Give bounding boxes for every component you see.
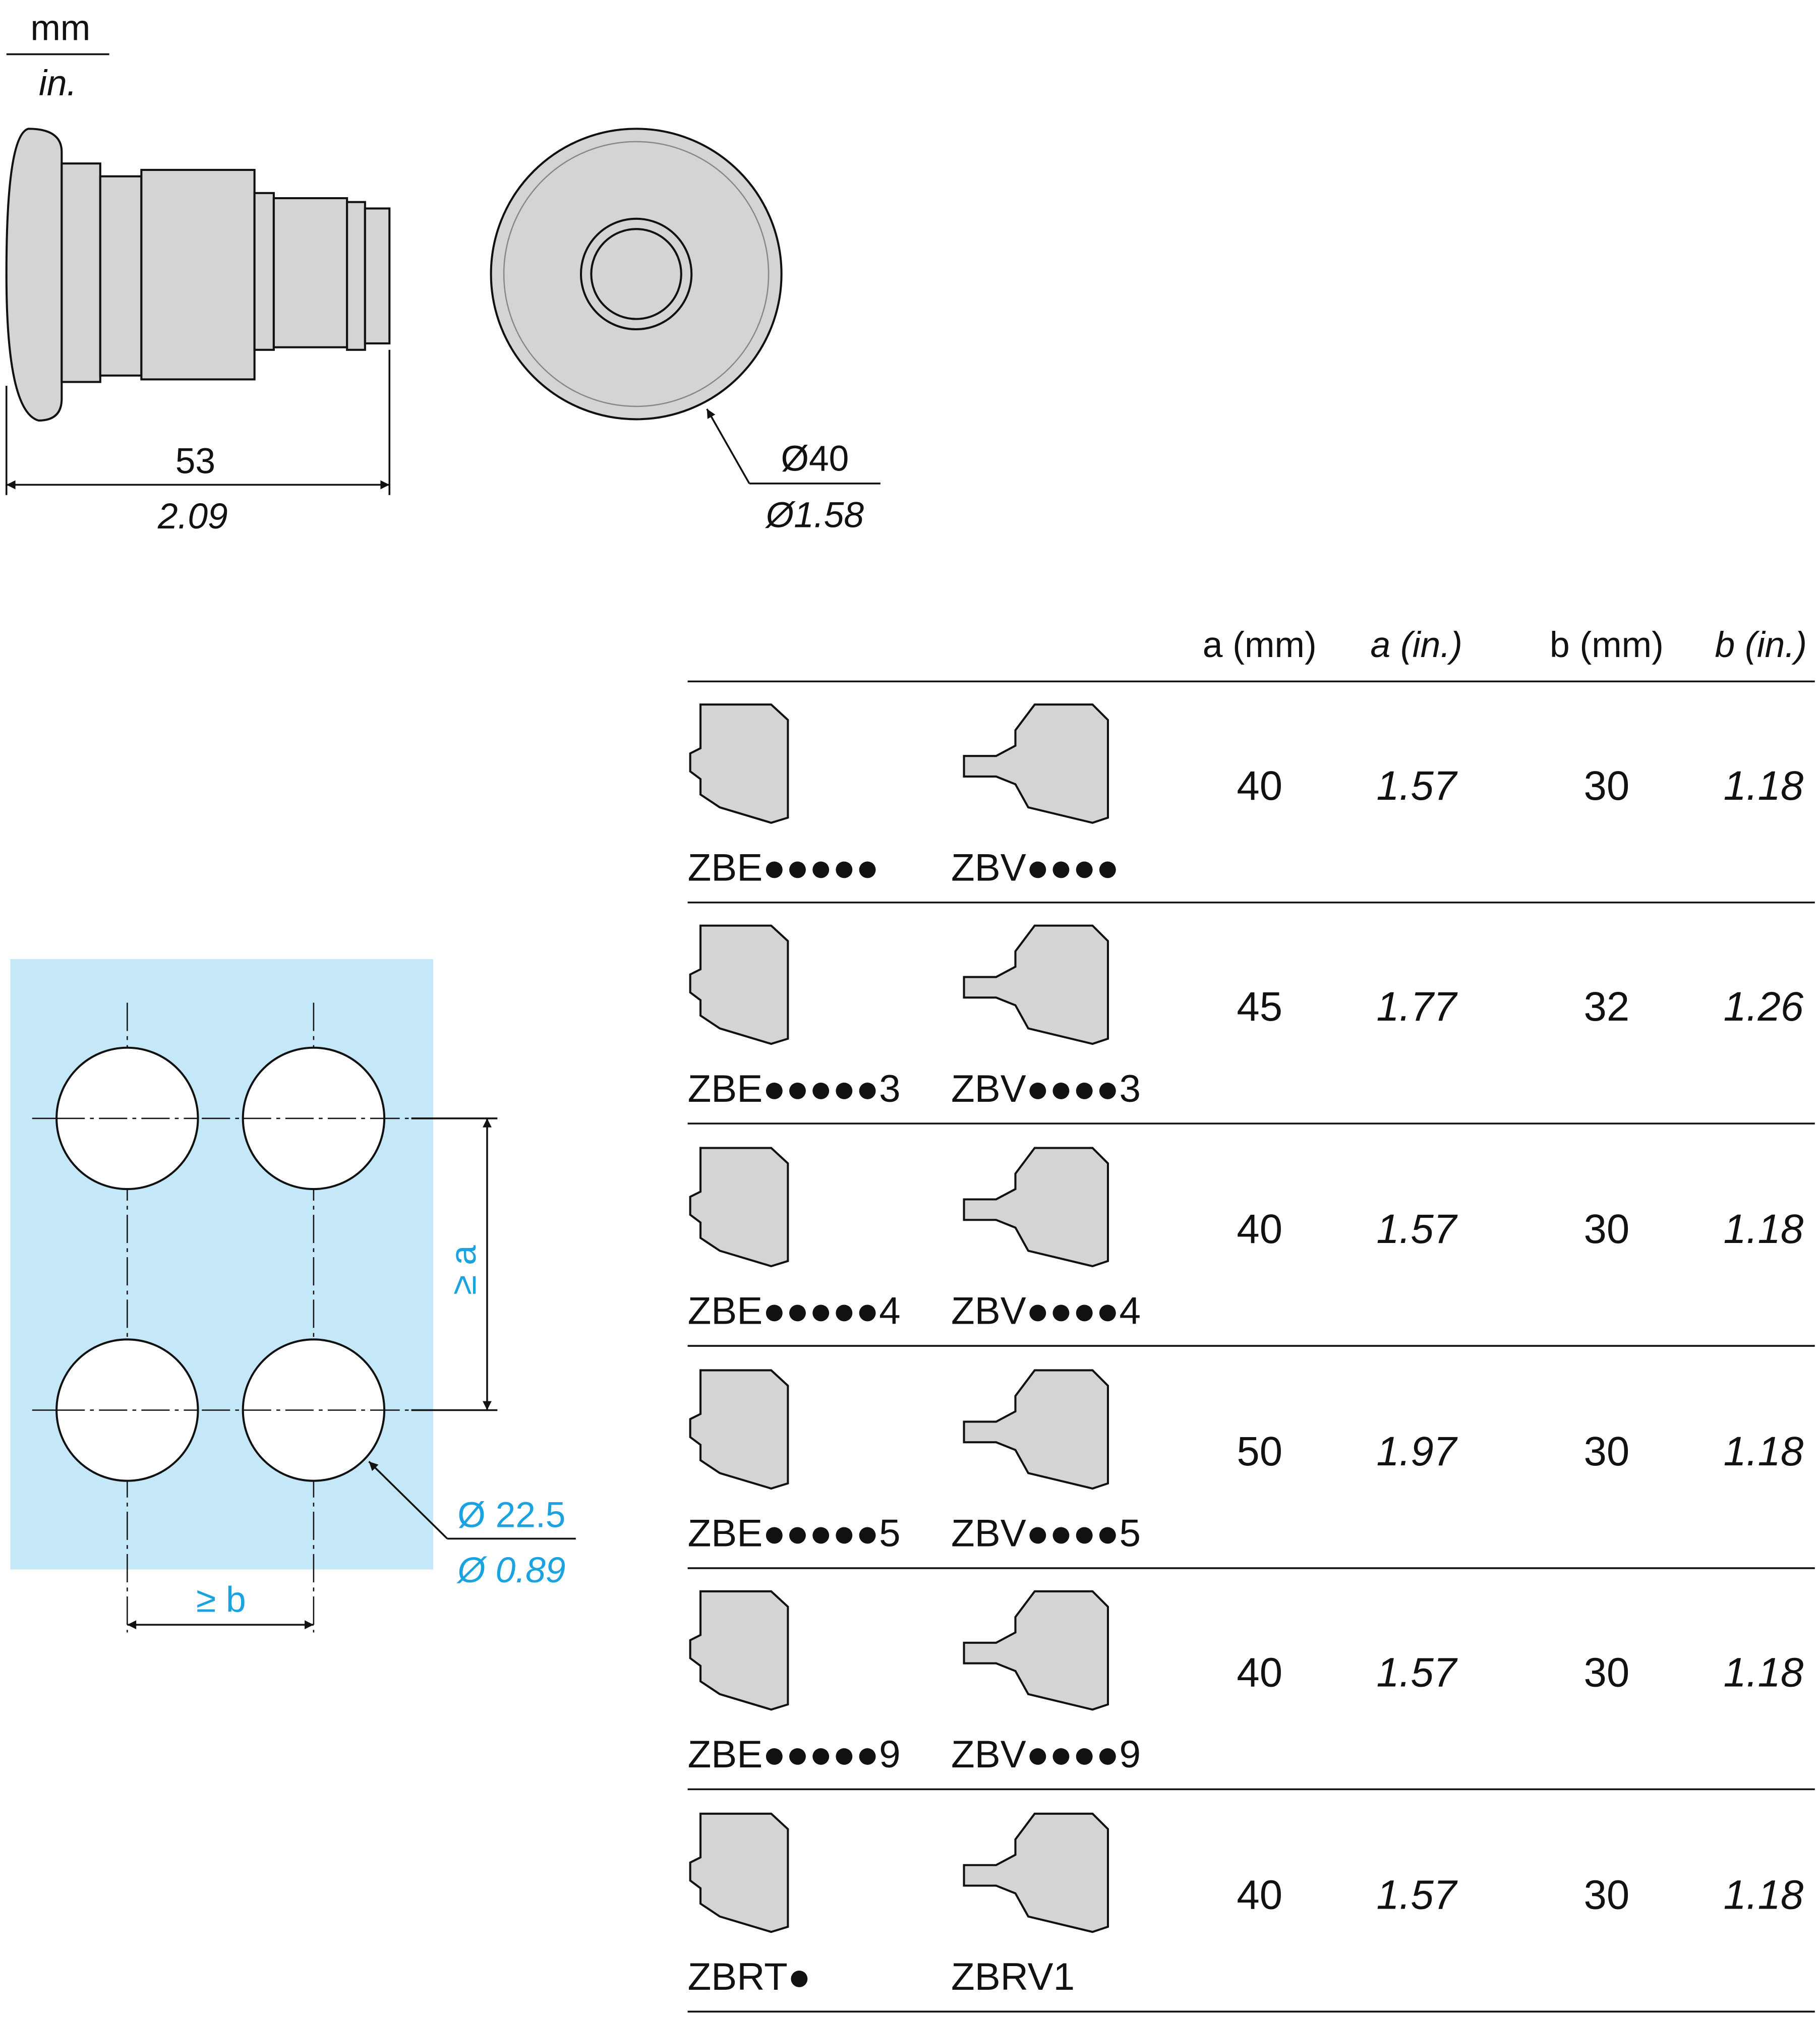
cell-b-mm: 30	[1584, 1872, 1630, 1918]
contact-block-side-image	[963, 924, 1109, 1045]
spacing-a-label: ≥ a	[443, 1245, 484, 1295]
cell-a-in: 1.97	[1376, 1429, 1457, 1474]
cell-a-in: 1.57	[1376, 1872, 1457, 1918]
cell-b-mm: 30	[1584, 763, 1630, 809]
header-b-in: b (in.)	[1715, 625, 1807, 665]
contact-block-front-image	[689, 924, 789, 1045]
cell-b-mm: 32	[1584, 984, 1630, 1030]
contact-block-side-image	[963, 1147, 1109, 1268]
cell-a-in: 1.77	[1376, 984, 1457, 1030]
cell-b-in: 1.18	[1723, 1206, 1803, 1252]
contact-block-side-image	[963, 1369, 1109, 1490]
contact-block-front-image	[689, 703, 789, 824]
cell-a-in: 1.57	[1376, 1649, 1457, 1695]
cell-a-mm: 40	[1237, 763, 1282, 809]
contact-block-side-image	[963, 1812, 1109, 1933]
cell-b-in: 1.18	[1723, 1429, 1803, 1474]
button-front-view: Ø40 Ø1.58	[490, 128, 880, 536]
hole-diameter-mm: Ø 22.5	[457, 1495, 565, 1535]
part-number-right: ZBV●●●●4	[951, 1290, 1141, 1333]
panel-cutout-drawing: ≥ a ≥ b Ø 22.5 Ø 0.89	[10, 959, 576, 1633]
diameter-in: Ø1.58	[765, 495, 864, 536]
cell-b-in: 1.18	[1723, 763, 1803, 809]
part-number-right: ZBV●●●●9	[951, 1733, 1141, 1776]
contact-block-front-image	[689, 1812, 789, 1933]
cell-b-in: 1.18	[1723, 1872, 1803, 1918]
part-number-left: ZBE●●●●●9	[688, 1733, 901, 1776]
header-a-in: a (in.)	[1370, 625, 1462, 665]
header-a-mm: a (mm)	[1203, 625, 1317, 665]
part-number-right: ZBV●●●●3	[951, 1067, 1141, 1110]
unit-in: in.	[39, 63, 77, 103]
cell-a-in: 1.57	[1376, 1206, 1457, 1252]
header-b-mm: b (mm)	[1550, 625, 1664, 665]
part-number-left: ZBE●●●●●4	[688, 1290, 901, 1333]
part-number-left: ZBE●●●●●5	[688, 1512, 901, 1555]
cell-a-mm: 40	[1237, 1872, 1282, 1918]
panel-area	[10, 959, 433, 1570]
part-number-left: ZBE●●●●●	[688, 846, 879, 889]
contact-block-front-image	[689, 1147, 789, 1268]
cell-a-mm: 40	[1237, 1649, 1282, 1695]
cell-a-mm: 40	[1237, 1206, 1282, 1252]
cell-a-mm: 45	[1237, 984, 1282, 1030]
units-legend: mm in.	[6, 8, 109, 103]
cell-b-in: 1.18	[1723, 1649, 1803, 1695]
length-in: 2.09	[157, 496, 228, 537]
part-number-right: ZBV●●●●	[951, 846, 1119, 889]
part-number-left: ZBRT●	[688, 1955, 811, 1998]
length-mm: 53	[175, 441, 215, 481]
cell-a-mm: 50	[1237, 1429, 1282, 1474]
contact-block-side-image	[963, 1590, 1109, 1711]
hole-diameter-in: Ø 0.89	[456, 1550, 565, 1590]
contact-block-side-image	[963, 703, 1109, 824]
cell-b-mm: 30	[1584, 1429, 1630, 1474]
spacing-b-label: ≥ b	[196, 1580, 246, 1620]
button-side-view: 53 2.09	[5, 128, 391, 537]
part-number-right: ZBV●●●●5	[951, 1512, 1141, 1555]
unit-mm: mm	[30, 8, 90, 48]
part-number-left: ZBE●●●●●3	[688, 1067, 901, 1110]
cell-b-mm: 30	[1584, 1649, 1630, 1695]
dimension-table: a (mm) a (in.) b (mm) b (in.) 40 1.57 30 1.…	[687, 625, 1815, 2013]
cell-a-in: 1.57	[1376, 763, 1457, 809]
contact-block-front-image	[689, 1369, 789, 1490]
diameter-mm: Ø40	[781, 438, 849, 479]
cell-b-mm: 30	[1584, 1206, 1630, 1252]
cell-b-in: 1.26	[1723, 984, 1803, 1030]
contact-block-front-image	[689, 1590, 789, 1711]
part-number-right: ZBRV1	[951, 1955, 1075, 1998]
